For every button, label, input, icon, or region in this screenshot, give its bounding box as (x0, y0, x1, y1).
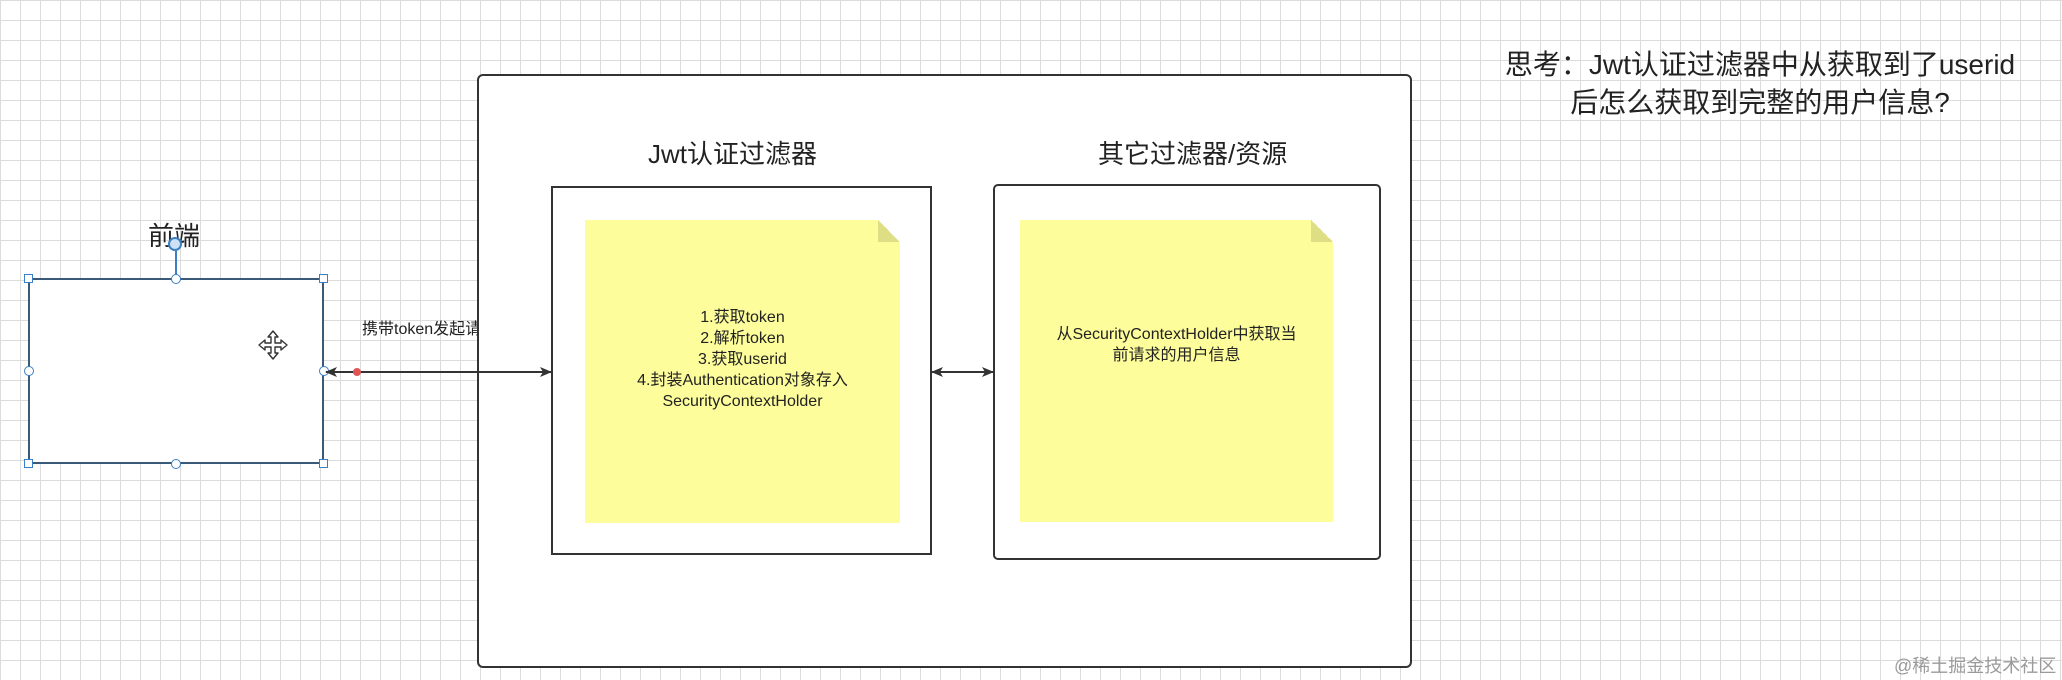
question-line-2: 后怎么获取到完整的用户信息? (1570, 87, 1950, 118)
question-text: 思考：Jwt认证过滤器中从获取到了userid 后怎么获取到完整的用户信息? (1480, 46, 2040, 122)
jwt-filter-note[interactable]: 1.获取token 2.解析token 3.获取userid 4.封装Authe… (585, 220, 900, 523)
resize-handle-bottom[interactable] (171, 459, 181, 469)
rotate-handle-stem (175, 251, 177, 275)
resize-handle-top-right[interactable] (319, 274, 328, 283)
edge-anchor-dot[interactable] (353, 368, 361, 376)
watermark: @稀土掘金技术社区 (1894, 656, 2057, 676)
note-fold-corner (878, 220, 900, 242)
resize-handle-top-left[interactable] (24, 274, 33, 283)
resize-handle-left[interactable] (24, 366, 34, 376)
rotate-handle[interactable] (168, 237, 182, 251)
note-fold-corner (1311, 220, 1333, 242)
other-filters-title: 其它过滤器/资源 (1098, 139, 1288, 169)
question-line-1: 思考：Jwt认证过滤器中从获取到了userid (1504, 49, 2016, 80)
jwt-filter-title: Jwt认证过滤器 (648, 139, 818, 169)
resize-handle-bottom-left[interactable] (24, 459, 33, 468)
resize-handle-bottom-right[interactable] (319, 459, 328, 468)
jwt-filter-steps: 1.获取token 2.解析token 3.获取userid 4.封装Authe… (637, 309, 848, 410)
other-filters-description: 从SecurityContextHolder中获取当 前请求的用户信息 (1056, 326, 1297, 364)
other-filters-note[interactable]: 从SecurityContextHolder中获取当 前请求的用户信息 (1020, 220, 1333, 522)
move-cursor-icon (258, 330, 288, 360)
request-edge-label: 携带token发起请求 (362, 321, 498, 338)
